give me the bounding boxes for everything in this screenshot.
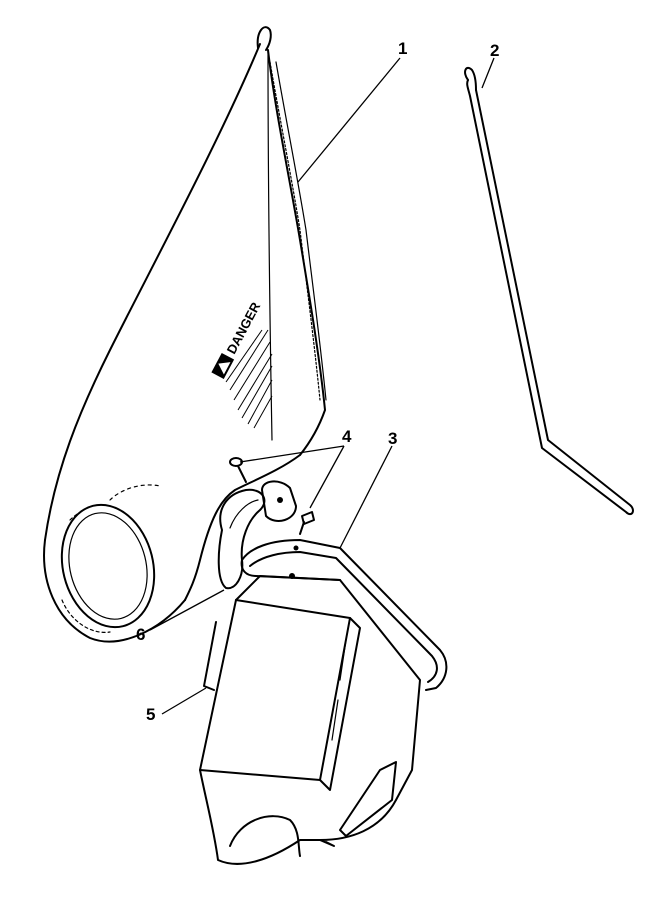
callout-3: 3 xyxy=(388,429,397,448)
callout-2: 2 xyxy=(490,41,499,60)
fasteners xyxy=(229,457,315,535)
danger-label-text: DANGER xyxy=(224,299,264,356)
callout-5: 5 xyxy=(146,705,155,724)
callout-6: 6 xyxy=(136,625,145,644)
discharge-chute xyxy=(199,575,421,865)
grass-bag: DANGER xyxy=(43,26,327,643)
callouts: 1 2 3 4 5 6 xyxy=(136,39,499,724)
support-rod xyxy=(464,66,634,516)
bag-clip xyxy=(217,488,266,590)
chute-frame xyxy=(240,539,448,691)
callout-1: 1 xyxy=(398,39,407,58)
callout-4: 4 xyxy=(342,427,352,446)
bag-shadow-hatching xyxy=(225,329,273,429)
